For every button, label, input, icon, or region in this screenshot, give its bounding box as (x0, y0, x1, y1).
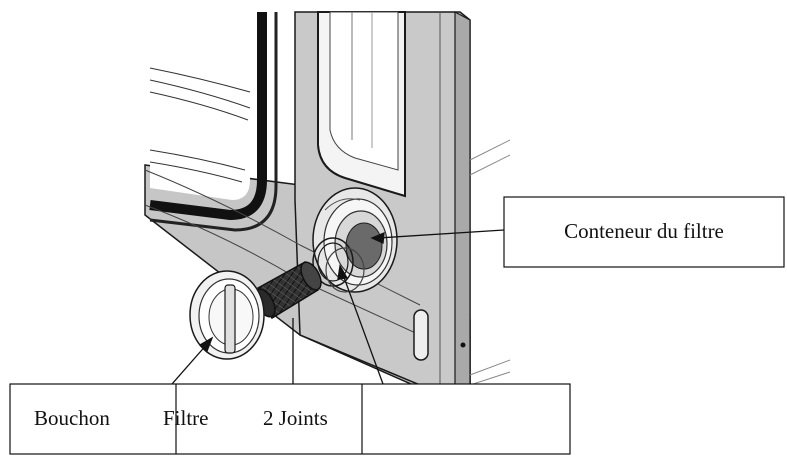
label-container-box: Conteneur du filtre (503, 196, 785, 268)
label-container: Conteneur du filtre (564, 219, 724, 243)
container-leader (377, 229, 505, 239)
leader-lines (171, 229, 505, 385)
cap-leader (171, 342, 209, 385)
container-arrowhead (370, 231, 385, 244)
filter-container (312, 187, 398, 293)
cap-arrowhead (198, 336, 214, 353)
seals-leader (341, 271, 384, 385)
cap (189, 270, 265, 360)
label-filter: Filtre (163, 406, 209, 430)
label-cap: Bouchon (34, 406, 110, 430)
label-row-box: Bouchon Filtre 2 Joints (9, 383, 571, 455)
label-seals: 2 Joints (263, 406, 328, 430)
seal-rings (312, 237, 365, 293)
seals-arrowhead (337, 264, 349, 280)
